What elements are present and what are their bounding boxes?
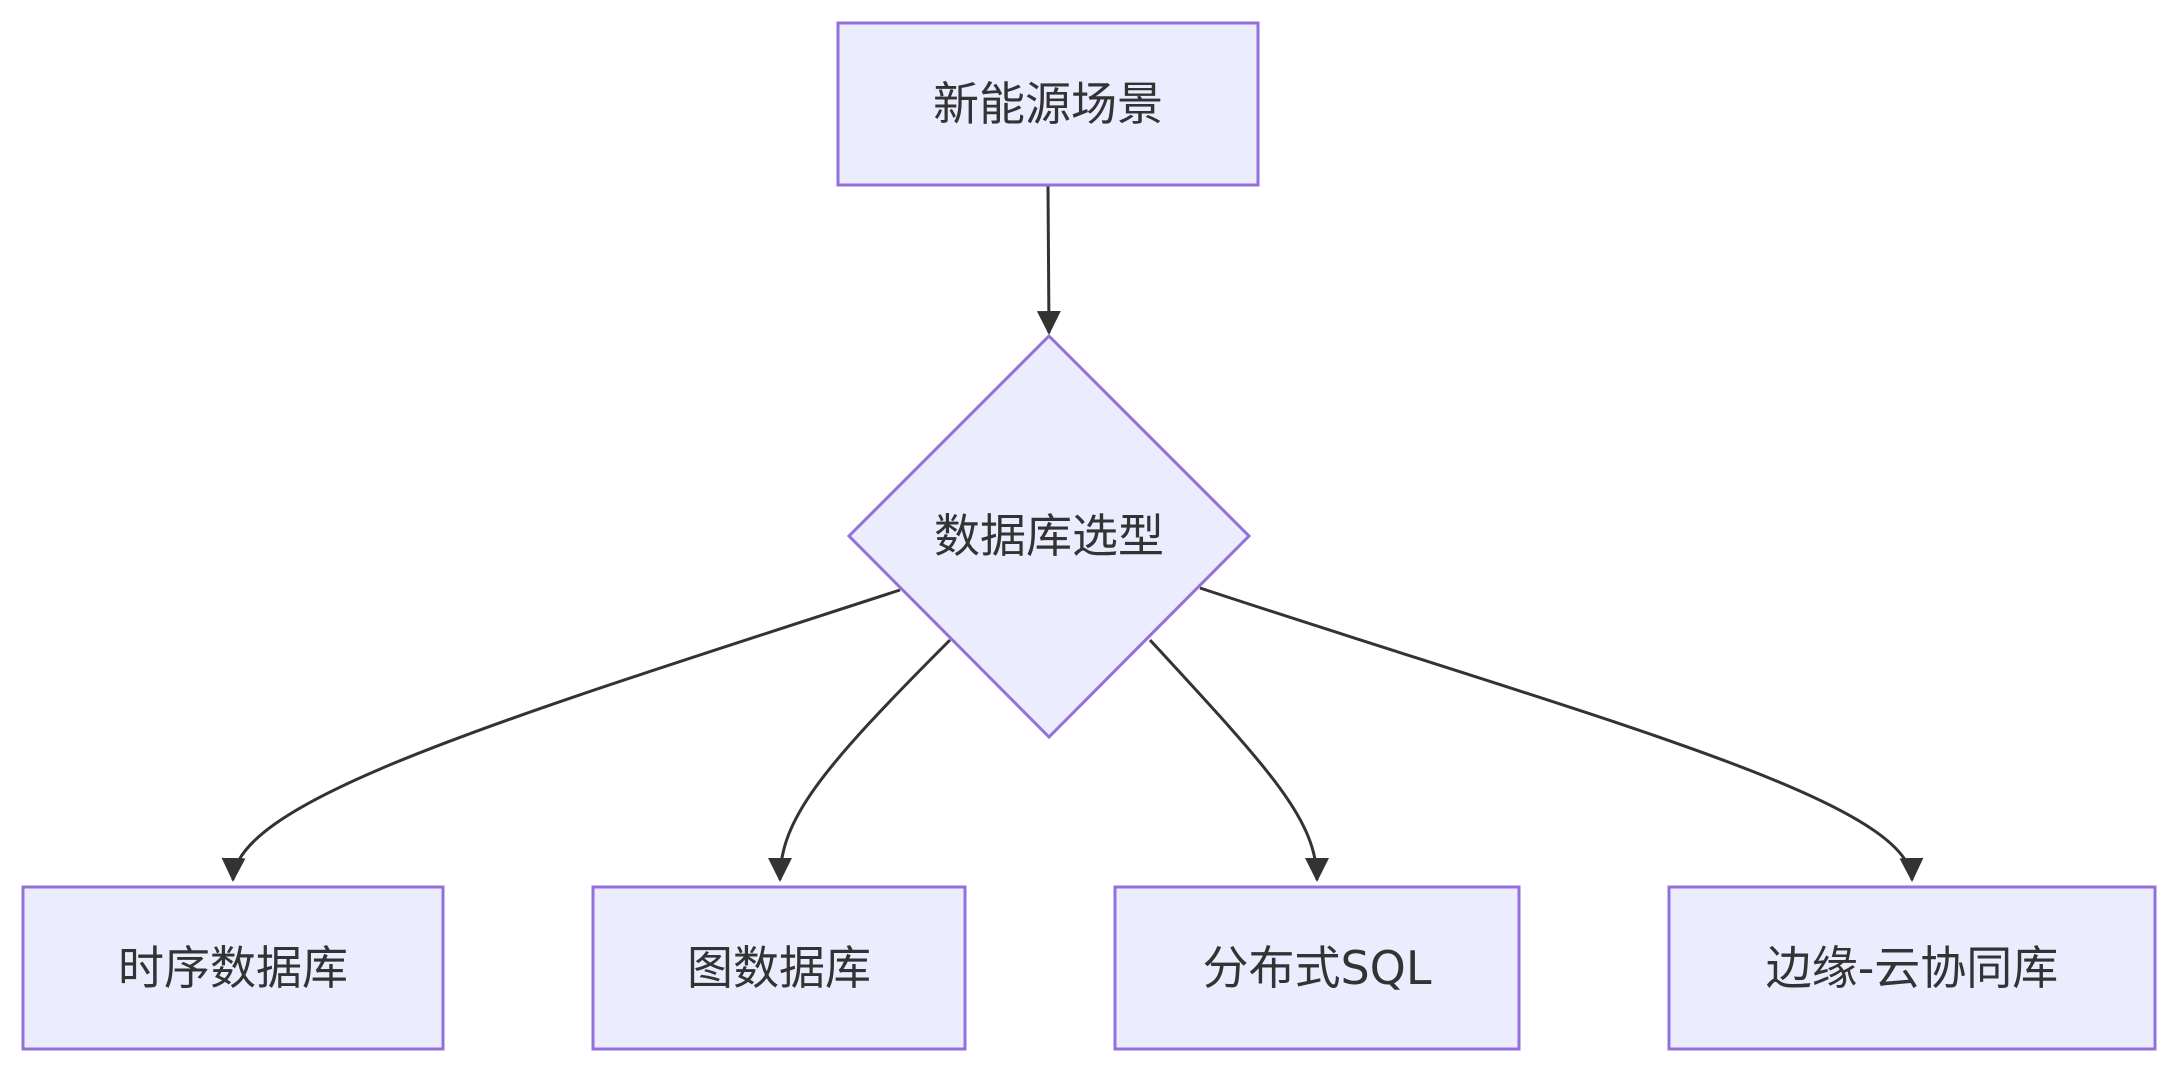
node-scene: 新能源场景 (836, 21, 1260, 187)
node-edgecloud-label: 边缘-云协同库 (1766, 941, 2059, 995)
node-tsdb-label: 时序数据库 (118, 941, 348, 995)
node-distsql: 分布式SQL (1113, 885, 1521, 1051)
node-distsql-label: 分布式SQL (1202, 941, 1431, 995)
edge-select-to-graphdb (768, 638, 952, 882)
edge-select-to-distsql (1148, 638, 1329, 882)
node-edgecloud: 边缘-云协同库 (1667, 885, 2157, 1051)
node-graphdb: 图数据库 (591, 885, 967, 1051)
node-tsdb: 时序数据库 (21, 885, 445, 1051)
node-graphdb-label: 图数据库 (687, 941, 871, 995)
node-scene-label: 新能源场景 (933, 77, 1163, 131)
edges (221, 185, 1924, 882)
node-select-label: 数据库选型 (934, 509, 1164, 563)
edge-select-to-tsdb (221, 588, 901, 882)
edge-select-to-edgecloud (1199, 586, 1924, 882)
node-select: 数据库选型 (846, 333, 1252, 740)
edge-scene-to-select (1036, 185, 1061, 335)
